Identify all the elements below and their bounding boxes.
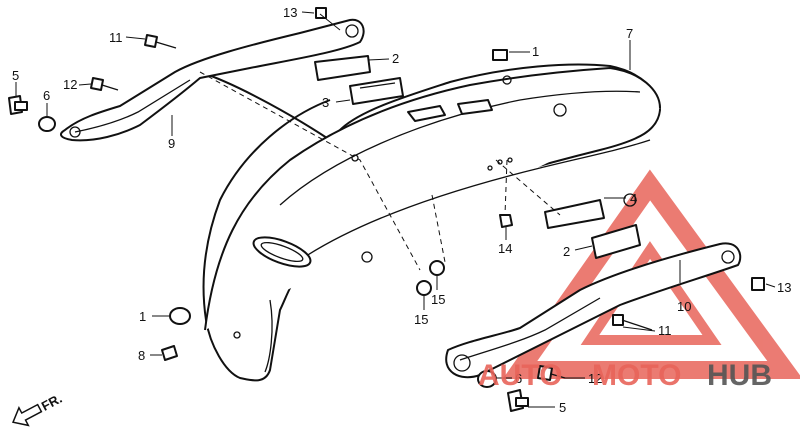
callout-8: 8 [138, 348, 145, 363]
callout-4: 4 [630, 191, 637, 206]
callout-3: 3 [322, 95, 329, 110]
callout-6b: 6 [515, 371, 522, 386]
callout-labels: 13 11 5 6 12 9 1 2 3 7 4 14 2 15 15 13 1… [12, 5, 791, 415]
bolt-11-top [144, 34, 177, 49]
bolt-12-right [537, 365, 566, 381]
left-fender-stay [60, 18, 365, 142]
bolt-13-right [751, 277, 765, 291]
callout-2b: 2 [563, 244, 570, 259]
assembly-lines [199, 13, 561, 271]
watermark-auto: AUTO [478, 359, 562, 392]
callout-15a: 15 [431, 292, 445, 307]
callout-15b: 15 [414, 312, 428, 327]
callout-6: 6 [43, 88, 50, 103]
side-reflector [544, 199, 641, 259]
callout-5b: 5 [559, 400, 566, 415]
leader-lines [15, 11, 776, 408]
bolt-12-left [90, 77, 119, 91]
watermark-text: AUTO MOTO HUB [478, 359, 772, 392]
collar-5-right [507, 389, 529, 412]
nut-15-b [416, 280, 432, 296]
callout-7: 7 [626, 26, 633, 41]
callout-11: 11 [109, 30, 123, 45]
callout-9: 9 [168, 136, 175, 151]
callout-12: 12 [63, 77, 77, 92]
callout-2: 2 [392, 51, 399, 66]
nut-15-a [429, 260, 445, 276]
license-reflector-bracket [314, 55, 404, 105]
callout-13b: 13 [777, 280, 791, 295]
callout-13: 13 [283, 5, 297, 20]
grommet-1-top [492, 49, 508, 61]
collar-5-left [8, 95, 28, 115]
callout-1: 1 [532, 44, 539, 59]
callout-12b: 12 [588, 371, 602, 386]
callout-10: 10 [677, 299, 691, 314]
callout-14: 14 [498, 241, 512, 256]
callout-5: 5 [12, 68, 19, 83]
bolt-13-top [315, 7, 327, 19]
washer-6-right [477, 370, 497, 388]
watermark-hub: HUB [707, 359, 772, 392]
front-label: FR. [39, 391, 65, 414]
callout-1b: 1 [139, 309, 146, 324]
callout-11b: 11 [658, 323, 672, 338]
screw-8 [161, 345, 178, 361]
nut-14 [499, 214, 513, 228]
watermark-moto: MOTO [592, 359, 681, 392]
bolt-11-right [612, 314, 653, 331]
front-direction-arrow: FR. [12, 391, 65, 427]
grommet-1-bottom [169, 307, 191, 325]
washer-6-left [38, 116, 56, 132]
